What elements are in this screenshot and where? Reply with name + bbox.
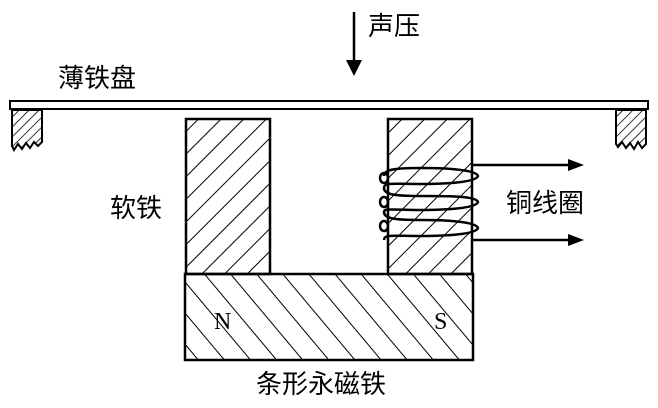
thin-iron-disk-label: 薄铁盘: [58, 64, 137, 94]
coil-lead-arrows: [472, 159, 584, 246]
sound-pressure-arrow: [346, 12, 362, 76]
north-pole-label: N: [214, 309, 232, 335]
bar-permanent-magnet: [183, 272, 475, 362]
bar-magnet-label: 条形永磁铁: [256, 370, 387, 400]
soft-iron-left-pole: [184, 117, 272, 276]
thin-iron-disk: [9, 100, 649, 110]
copper-coil: [378, 166, 480, 241]
copper-coil-label: 铜线圈: [506, 189, 585, 219]
south-pole-label: S: [434, 309, 448, 335]
left-support: [11, 109, 43, 152]
sound-pressure-label: 声压: [368, 12, 421, 42]
soft-iron-label: 软铁: [110, 194, 163, 224]
right-support: [615, 109, 647, 151]
